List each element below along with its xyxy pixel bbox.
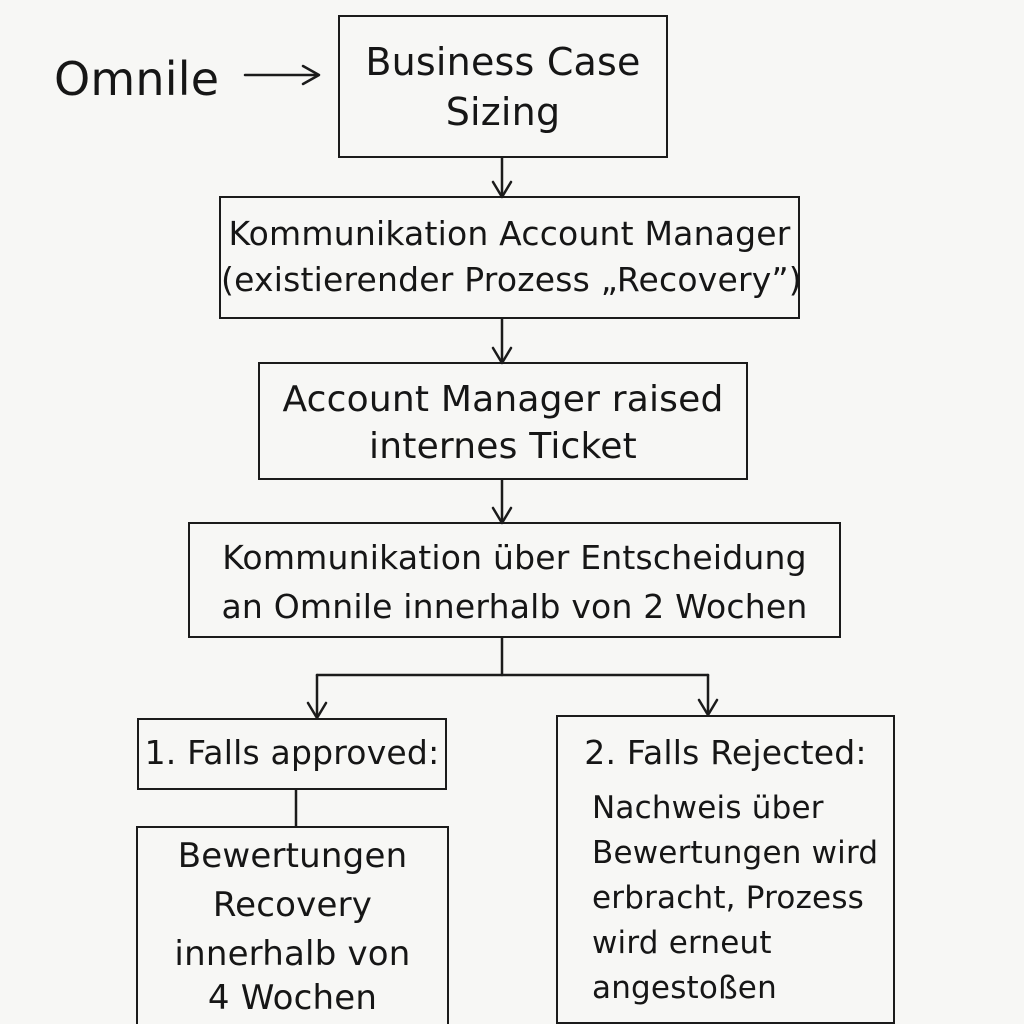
approved-body-line-4: 4 Wochen [207, 978, 378, 1018]
branch-decision-split [315, 636, 710, 677]
node-rejected: 2. Falls Rejected: Nachweis über Bewertu… [556, 715, 895, 1024]
decision-line-2: an Omnile innerhalb von 2 Wochen [221, 587, 808, 626]
decision-line-1: Kommunikation über Entscheidung [222, 538, 807, 577]
approved-header-line-1: 1. Falls approved: [144, 733, 440, 772]
arrow-decision-to-rejected [697, 673, 719, 717]
start-label-omnile: Omnile [54, 52, 220, 106]
node-decision-communication: Kommunikation über Entscheidung an Omnil… [188, 522, 841, 638]
communication-am-line-2: (existierender Prozess „Recovery”) [221, 260, 802, 299]
arrow-decision-to-approved [306, 673, 328, 720]
rejected-body-line-3: erbracht, Prozess [592, 880, 865, 916]
rejected-body-line-1: Nachweis über [592, 790, 824, 826]
node-communication-account-manager: Kommunikation Account Manager (existiere… [219, 196, 802, 319]
node-account-manager-ticket: Account Manager raised internes Ticket [258, 362, 748, 480]
node-approved-header: 1. Falls approved: [137, 718, 447, 790]
node-business-case-sizing: Business Case Sizing [338, 15, 668, 158]
ticket-line-1: Account Manager raised [282, 379, 724, 420]
node-approved-body: Bewertungen Recovery innerhalb von 4 Woc… [136, 826, 449, 1024]
rejected-body-line-2: Bewertungen wird [592, 835, 879, 871]
communication-am-line-1: Kommunikation Account Manager [228, 214, 791, 253]
rejected-title: 2. Falls Rejected: [584, 733, 867, 772]
rejected-body-line-4: wird erneut [592, 925, 772, 961]
approved-body-line-3: innerhalb von [174, 934, 411, 974]
business-case-line-1: Business Case [365, 40, 641, 84]
approved-body-line-1: Bewertungen [177, 836, 408, 876]
business-case-line-2: Sizing [445, 90, 561, 134]
rejected-body-line-5: angestoßen [592, 970, 777, 1006]
arrow-omnile-to-business-case [243, 64, 321, 86]
arrow-business-case-to-communication [491, 156, 513, 199]
ticket-line-2: internes Ticket [369, 426, 637, 467]
arrow-communication-to-ticket [491, 317, 513, 365]
approved-body-line-2: Recovery [212, 885, 373, 925]
arrow-ticket-to-decision [491, 478, 513, 525]
